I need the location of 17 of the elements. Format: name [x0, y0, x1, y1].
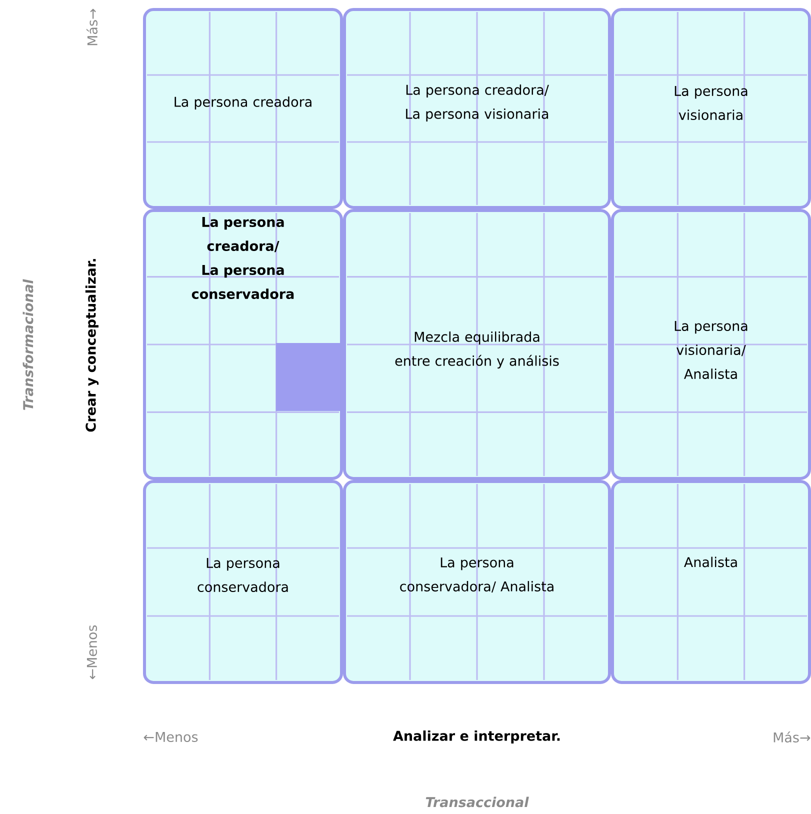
axis-label: Crear y conceptualizar. [85, 259, 99, 432]
grid-cell: La persona conservadora [143, 480, 343, 684]
grid-cell: La persona conservadora/ Analista [343, 480, 611, 684]
grid-cell: Mezcla equilibrada entre creación y análisis [343, 209, 611, 480]
grid-cell: La persona visionaria/ Analista [611, 209, 811, 480]
axis-end-label: ←Menos [144, 732, 198, 742]
grid-cell: Analista [611, 480, 811, 684]
axis-title: Transformacional [22, 279, 34, 410]
grid-cell: La persona visionaria [611, 8, 811, 209]
axis-end-label: ←Menos [86, 625, 98, 680]
grid-cell: La persona creadora/ La persona visionaria [343, 8, 611, 209]
grid-cell: La persona creadora [143, 8, 343, 209]
axis-title: Transaccional [426, 796, 529, 808]
grid-cell: La persona creadora/ La persona conservadora [143, 209, 343, 480]
axis-end-label: Más→ [774, 732, 810, 742]
axis-label: Analizar e interpretar. [393, 730, 560, 744]
axis-end-label: Más→ [86, 8, 98, 46]
